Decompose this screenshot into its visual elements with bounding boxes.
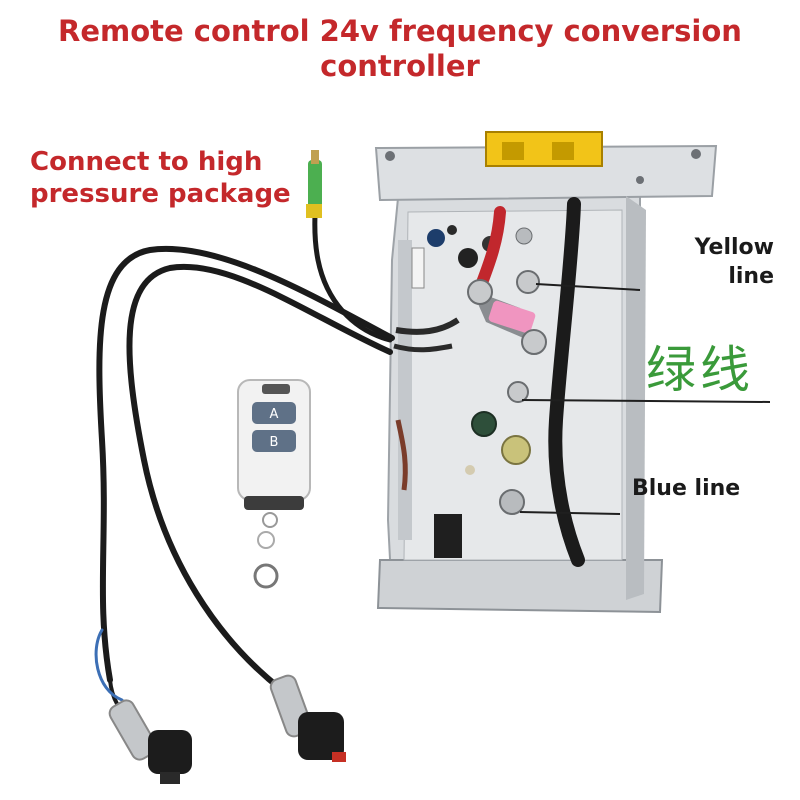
- high-pressure-label: Connect to high pressure package: [30, 146, 291, 210]
- switch-left: [108, 699, 192, 784]
- yellow-line-label-line-1: Yellow: [694, 235, 774, 260]
- high-pressure-terminal: [306, 150, 322, 218]
- blue-line-label: Blue line: [632, 476, 741, 501]
- remote-button-a: A: [270, 407, 279, 422]
- yellow-connector: [485, 131, 603, 167]
- high-pressure-label-line-2: pressure package: [30, 179, 291, 209]
- switch-right: [269, 674, 346, 762]
- controller-unit: [374, 131, 718, 614]
- title-line-1: Remote control 24v frequency conversion: [58, 14, 742, 48]
- yellow-line-label-line-2: line: [728, 264, 774, 289]
- remote-key-fob: A B: [237, 379, 311, 589]
- remote-button-b: B: [270, 435, 279, 450]
- callout-lines: [519, 283, 771, 515]
- high-pressure-label-line-1: Connect to high: [30, 147, 263, 177]
- title-line-2: controller: [320, 49, 480, 83]
- page-title: Remote control 24v frequency conversion …: [0, 14, 800, 84]
- green-line-label: 绿线: [646, 341, 754, 399]
- yellow-line-label: Yellow line: [695, 233, 774, 291]
